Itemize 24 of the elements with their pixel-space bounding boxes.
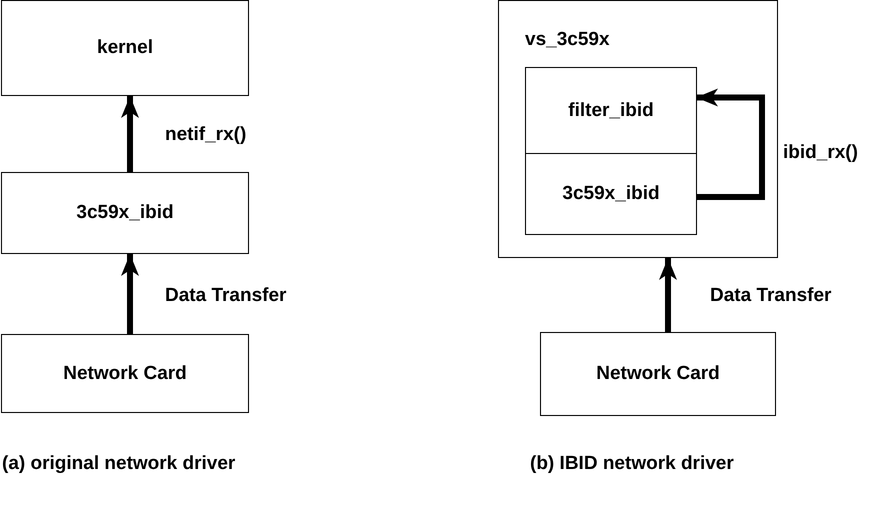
box-label: kernel xyxy=(97,37,153,59)
box-label: Network Card xyxy=(596,363,720,385)
box-label: 3c59x_ibid xyxy=(76,202,174,224)
process-box xyxy=(1,172,249,254)
edge-label: Data Transfer xyxy=(165,285,286,307)
arrow xyxy=(659,258,677,332)
process-box xyxy=(540,332,776,416)
process-box xyxy=(525,67,697,154)
arrow xyxy=(696,88,765,200)
process-box xyxy=(1,0,249,96)
box-heading: vs_3c59x xyxy=(525,29,610,51)
caption: (a) original network driver xyxy=(2,453,236,475)
process-box xyxy=(525,153,697,235)
arrow xyxy=(121,96,139,172)
edge-label: Data Transfer xyxy=(710,285,832,307)
box-label: Network Card xyxy=(63,362,187,384)
box-label: filter_ibid xyxy=(568,100,654,122)
process-box xyxy=(1,334,249,413)
arrow xyxy=(121,254,139,334)
caption: (b) IBID network driver xyxy=(530,453,734,475)
edge-label: netif_rx() xyxy=(165,124,246,146)
edge-label: ibid_rx() xyxy=(783,142,858,164)
box-label: 3c59x_ibid xyxy=(562,183,660,205)
process-box xyxy=(498,0,778,258)
